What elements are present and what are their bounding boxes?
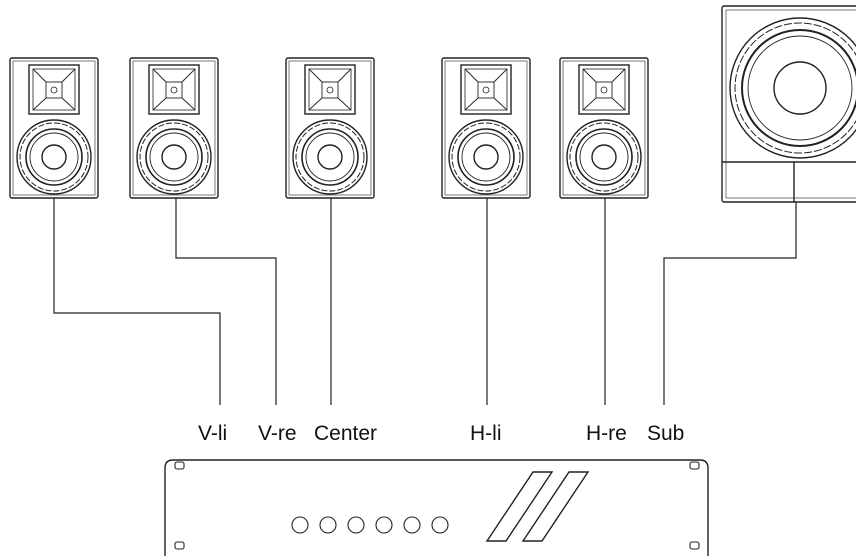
label-sub: Sub <box>647 422 685 445</box>
wiring <box>53 198 797 405</box>
control-button <box>403 516 421 534</box>
label-center: Center <box>314 422 378 445</box>
control-button <box>347 516 365 534</box>
rack-screw-hole <box>174 461 185 470</box>
label-rear-left: H-li <box>470 422 502 445</box>
front-right-speaker <box>129 57 219 199</box>
front-left-speaker <box>9 57 99 199</box>
control-button <box>291 516 309 534</box>
label-front-left: V-li <box>198 422 228 445</box>
amplifier-front-panel <box>164 459 709 556</box>
label-front-right: V-re <box>258 422 297 445</box>
logo-stripe <box>485 471 554 542</box>
label-rear-right: H-re <box>586 422 627 445</box>
subwoofer <box>721 5 856 203</box>
logo-stripe <box>521 471 590 542</box>
rear-left-speaker <box>441 57 531 199</box>
control-button <box>431 516 449 534</box>
rack-screw-hole <box>174 541 185 550</box>
amplifier-rack-unit <box>164 459 709 556</box>
center-speaker <box>285 57 375 199</box>
rack-screw-hole <box>689 461 700 470</box>
control-button <box>375 516 393 534</box>
speakers <box>9 57 649 199</box>
rack-screw-hole <box>689 541 700 550</box>
control-button <box>319 516 337 534</box>
wire-front-left <box>53 198 221 405</box>
rear-right-speaker <box>559 57 649 199</box>
subwoofer <box>721 5 856 203</box>
wire-sub <box>663 202 797 405</box>
wire-front-right <box>175 198 277 405</box>
